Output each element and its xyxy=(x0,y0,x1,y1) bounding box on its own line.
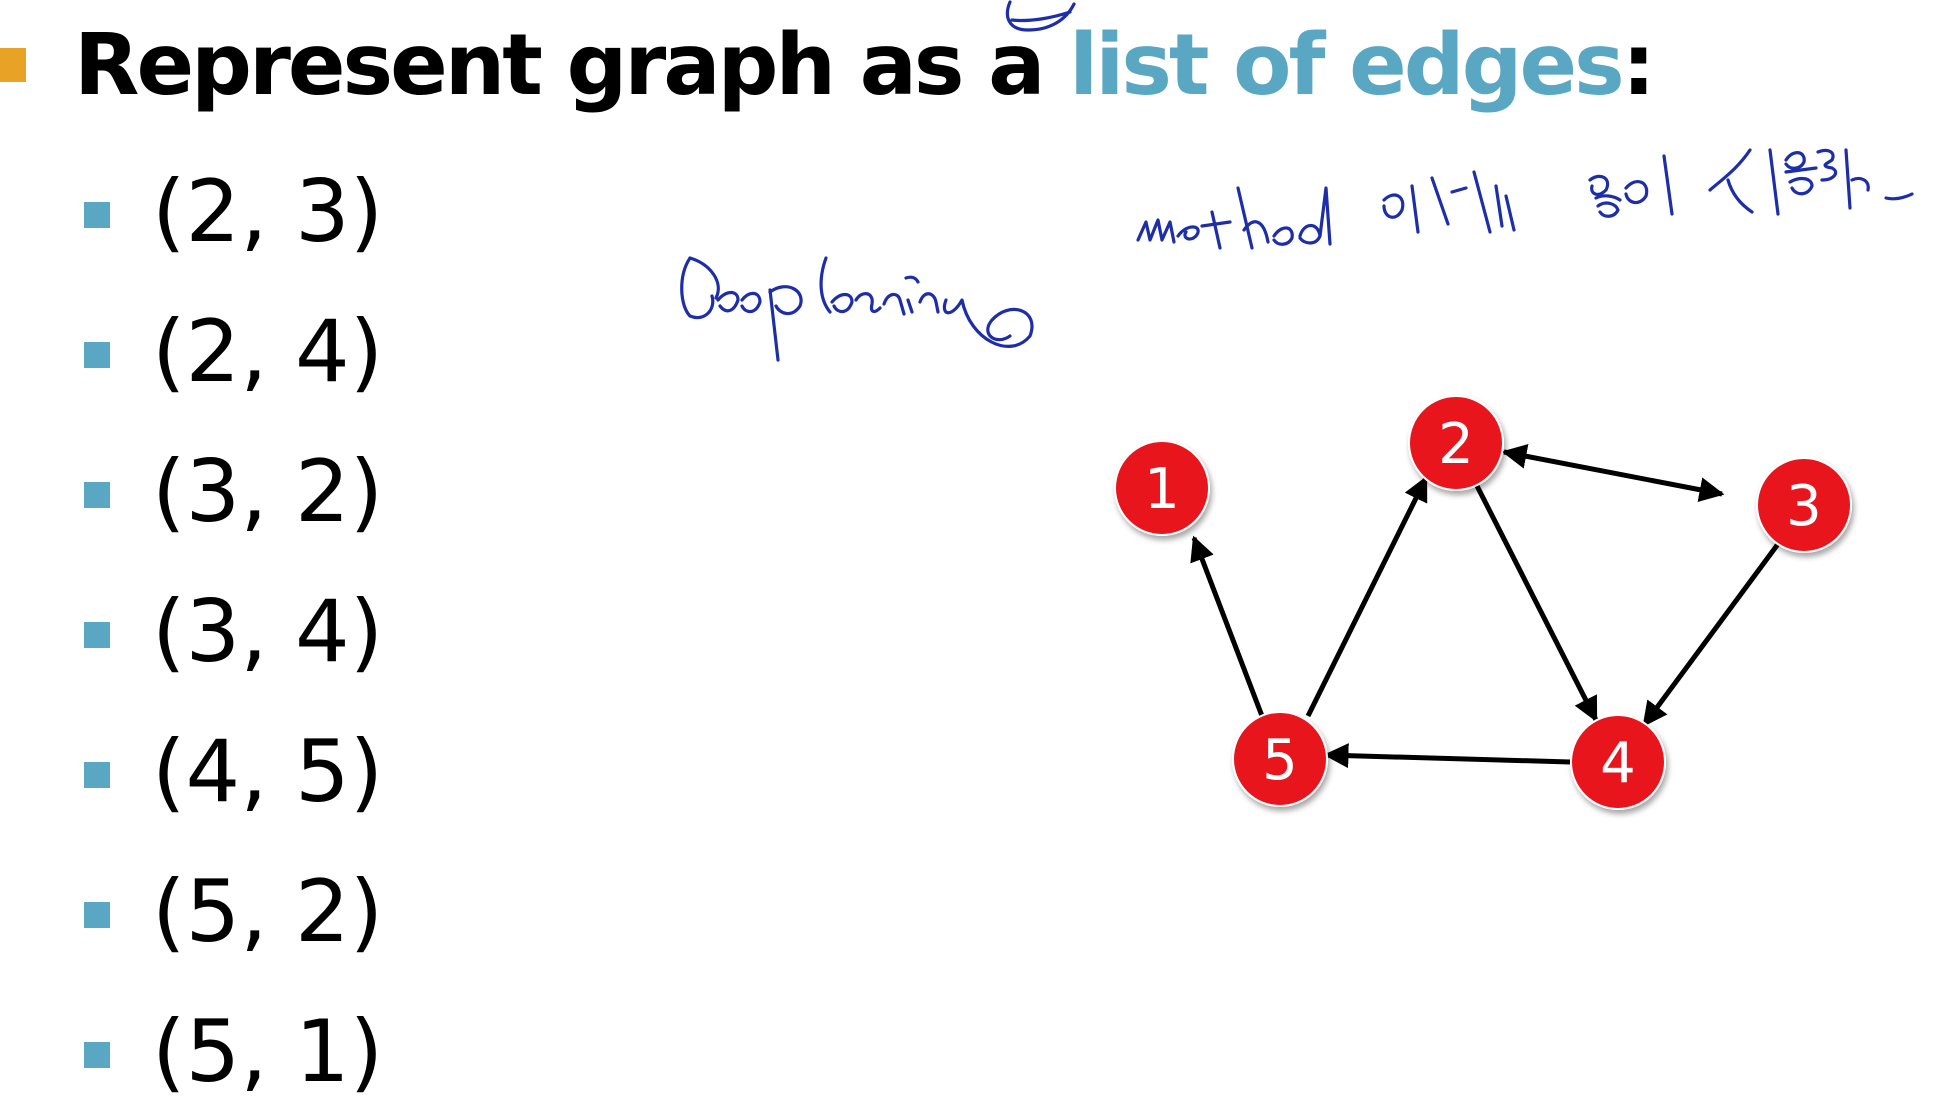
bullet-square-icon xyxy=(84,762,110,788)
bullet-square-icon xyxy=(84,482,110,508)
edge-text: (3, 2) xyxy=(152,442,384,542)
heading-suffix: : xyxy=(1621,16,1656,115)
edge-text: (4, 5) xyxy=(152,722,384,822)
edge-text: (5, 1) xyxy=(152,1002,384,1102)
graph-node-label-2: 2 xyxy=(1438,412,1474,477)
graph-edges xyxy=(1190,443,1781,769)
edge-list-item: (3, 4) xyxy=(84,572,484,692)
heading-prefix: Represent graph as a xyxy=(74,16,1070,115)
heading-highlight: list of edges xyxy=(1069,16,1625,115)
graph-edge-5-1 xyxy=(1190,535,1265,717)
edge-list-item: (5, 2) xyxy=(84,852,484,972)
graph-node-3 xyxy=(1756,457,1852,553)
graph-edge-2-3 xyxy=(1501,443,1725,503)
graph-node-label-3: 3 xyxy=(1786,474,1822,539)
graph-node-labels: 1 2 3 4 5 xyxy=(1144,412,1822,796)
bullet-square-icon xyxy=(84,1042,110,1068)
edge-list-item: (4, 5) xyxy=(84,712,484,832)
bullet-square-icon xyxy=(84,342,110,368)
edge-text: (5, 2) xyxy=(152,862,384,962)
bullet-square-icon xyxy=(84,902,110,928)
graph-node-1 xyxy=(1114,440,1210,536)
edge-list-item: (2, 3) xyxy=(84,152,484,272)
graph-node-2 xyxy=(1408,395,1504,491)
graph-node-5 xyxy=(1232,711,1328,807)
pen-ink-strokes xyxy=(680,0,1914,362)
graph-edge-3-4 xyxy=(1641,542,1781,728)
graph-edge-5-2 xyxy=(1305,475,1429,718)
edge-text: (2, 4) xyxy=(152,302,384,402)
graph-edge-2-4 xyxy=(1471,478,1599,723)
edge-text: (2, 3) xyxy=(152,162,384,262)
edge-list-item: (2, 4) xyxy=(84,292,484,412)
slide-heading: Represent graph as a list of edges: xyxy=(74,4,1656,128)
graph-node-label-1: 1 xyxy=(1144,457,1180,522)
edge-text: (3, 4) xyxy=(152,582,384,682)
heading-bullet-icon xyxy=(0,48,26,82)
graph-node-4 xyxy=(1570,714,1666,810)
graph-edge-4-5 xyxy=(1323,743,1571,769)
graph-node-label-5: 5 xyxy=(1262,728,1298,793)
bullet-square-icon xyxy=(84,622,110,648)
graph-nodes xyxy=(1114,395,1852,810)
edge-list-item: (3, 2) xyxy=(84,432,484,552)
bullet-square-icon xyxy=(84,202,110,228)
edge-list-item: (5, 1) xyxy=(84,992,484,1108)
graph-node-label-4: 4 xyxy=(1600,731,1636,796)
